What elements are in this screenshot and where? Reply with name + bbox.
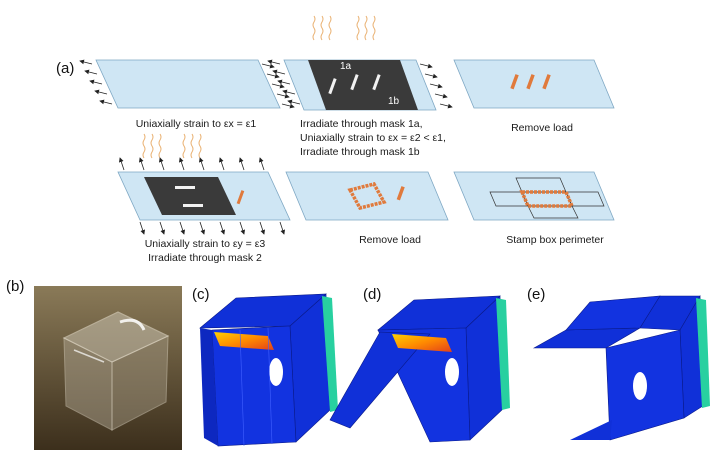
step2-sheet: 1a 1b (267, 15, 453, 111)
panel-label-d: (d) (363, 286, 381, 303)
panel-label-e: (e) (527, 286, 545, 303)
mask-1 (308, 60, 418, 110)
step3-sheet (453, 59, 615, 109)
step1-sheet (79, 59, 295, 109)
caption-step6-line1: Stamp box perimeter (506, 234, 604, 246)
fem-model-d (329, 295, 510, 443)
mask-label-1b: 1b (388, 96, 400, 107)
caption-step1-line1: Uniaxially strain to εx = ε1 (136, 118, 257, 130)
mask-label-1a: 1a (340, 61, 352, 72)
fem-model-c (199, 293, 338, 447)
box-photo (34, 286, 182, 450)
step5-sheet (285, 171, 449, 221)
caption-step2-line1: Irradiate through mask 1a, (300, 118, 423, 130)
panel-label-c: (c) (192, 286, 210, 303)
caption-step4-line2: Irradiate through mask 2 (148, 252, 262, 264)
mask-2 (144, 177, 236, 215)
panel-label-a: (a) (56, 60, 74, 77)
caption-step2-line2: Uniaxially strain to εx = ε2 < ε1, (300, 132, 446, 144)
fem-model-e (532, 294, 710, 441)
caption-step2-line3: Irradiate through mask 1b (300, 146, 420, 158)
step4-sheet (117, 133, 291, 235)
step6-sheet (453, 171, 615, 221)
caption-step4-line1: Uniaxially strain to εy = ε3 (145, 238, 266, 250)
panel-label-b: (b) (6, 278, 24, 295)
caption-step5-line1: Remove load (359, 234, 421, 246)
caption-step3-line1: Remove load (511, 122, 573, 134)
